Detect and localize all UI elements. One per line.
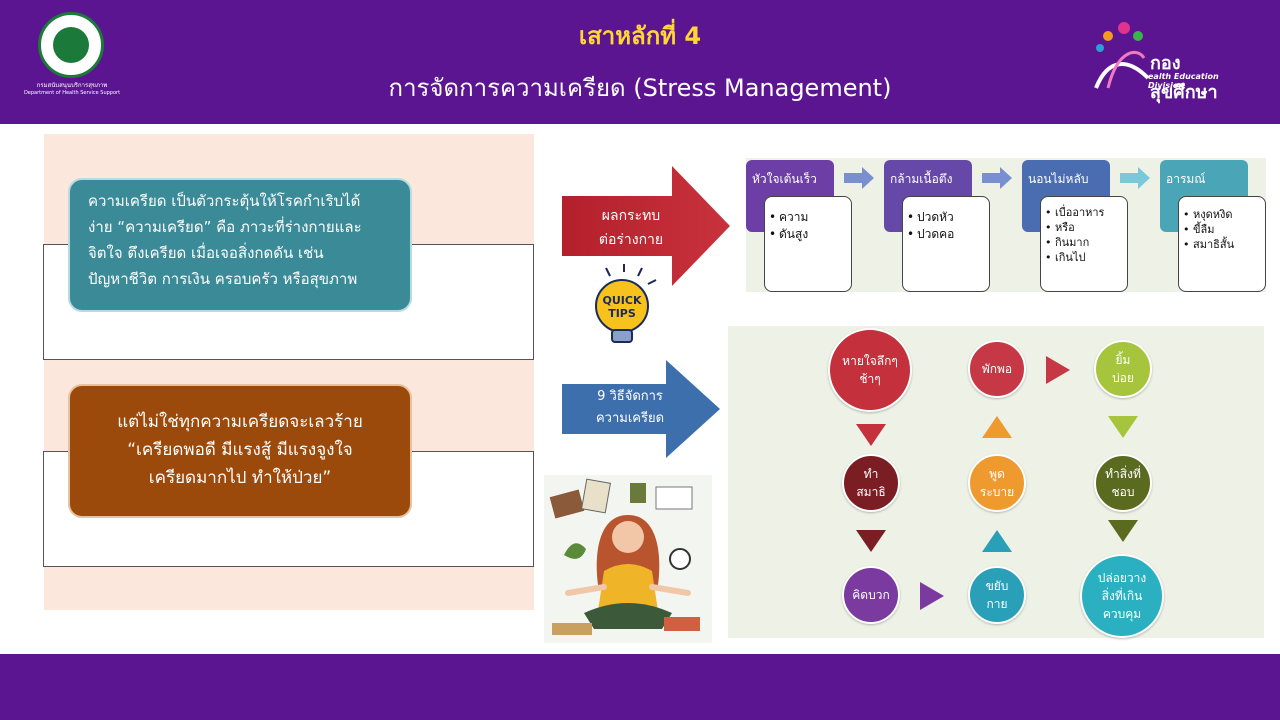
stress-note-box: แต่ไม่ใช่ทุกความเครียดจะเลวร้าย “เครียดพ… <box>68 384 412 518</box>
method-circle-5: พูด ระบาย <box>968 454 1026 512</box>
meditation-illustration <box>544 475 712 643</box>
up-triangle-icon <box>982 416 1012 438</box>
quick-tips-bulb-icon: QUICK TIPS <box>595 264 657 343</box>
impact-step-card-3: เบื่ออาหาร หรือ กินมาก เกินไป <box>1040 196 1128 292</box>
note-line: “เครียดพอดี มีแรงสู้ มีแรงจูงใจ <box>127 440 353 460</box>
header-bar <box>0 0 1280 124</box>
svg-text:QUICK: QUICK <box>603 294 642 307</box>
page-title: เสาหลักที่ 4 <box>578 22 702 50</box>
down-triangle-icon <box>1108 416 1138 438</box>
impact-step-card-1: ความ ดันสูง <box>764 196 852 292</box>
definition-line: ปัญหาชีวิต การเงิน ครอบครัว หรือสุขภาพ <box>88 270 358 288</box>
health-education-logo: กองสุขศึกษา ealth Education Division <box>1088 18 1248 103</box>
down-triangle-icon <box>1108 520 1138 542</box>
note-line: แต่ไม่ใช่ทุกความเครียดจะเลวร้าย <box>117 412 363 432</box>
definition-line: ความเครียด เป็นตัวกระตุ้นให้โรคกำเริบได้ <box>88 192 361 210</box>
impact-step-header: หัวใจเต้นเร็ว <box>752 172 817 186</box>
page-subtitle: การจัดการความเครียด (Stress Management) <box>388 74 892 102</box>
health-education-figures-icon <box>1094 22 1150 89</box>
svg-text:TIPS: TIPS <box>608 307 636 320</box>
stress-definition-box: ความเครียด เป็นตัวกระตุ้นให้โรคกำเริบได้… <box>68 178 412 312</box>
note-line: เครียดมากไป ทำให้ป่วย” <box>148 468 332 488</box>
impact-step-header: อารมณ์ <box>1166 172 1206 186</box>
definition-line: จิตใจ ตึงเครียด เมื่อเจอสิ่งกดดัน เช่น <box>88 244 324 262</box>
method-circle-2: พักพอ <box>968 340 1026 398</box>
ministry-logo: กรมสนับสนุนบริการสุขภาพ Department of He… <box>20 10 124 102</box>
method-circle-6: ทำสิ่งที่ ชอบ <box>1094 454 1152 512</box>
impact-arrow-icon <box>562 166 730 286</box>
logo-right-subtext: ealth Education Division <box>1148 72 1219 90</box>
impact-step-header: กล้ามเนื้อตึง <box>890 172 953 186</box>
methods-arrow-label: 9 วิธีจัดการ ความเครียด <box>595 389 665 426</box>
method-circle-4: ทำ สมาธิ <box>842 454 900 512</box>
flow-arrow-icon <box>982 167 1012 189</box>
logo-right-text: กองสุขศึกษา <box>1150 53 1218 103</box>
footer-bar <box>0 654 1280 720</box>
right-triangle-icon <box>920 582 944 610</box>
method-circle-7: คิดบวก <box>842 566 900 624</box>
impact-step-card-2: ปวดหัว ปวดคอ <box>902 196 990 292</box>
impact-arrow-label: ผลกระทบ ต่อร่างกาย <box>598 208 664 248</box>
ministry-seal-icon <box>38 12 104 78</box>
method-circle-3: ยิ้ม บ่อย <box>1094 340 1152 398</box>
impact-step-card-4: หงุดหงิด ขี้ลืม สมาธิสั้น <box>1178 196 1266 292</box>
down-triangle-icon <box>856 530 886 552</box>
flow-arrow-icon <box>844 167 874 189</box>
logo-left-text-2: Department of Health Service Support <box>23 90 121 96</box>
method-circle-8: ขยับ กาย <box>968 566 1026 624</box>
flow-arrow-icon <box>1120 167 1150 189</box>
method-circle-9: ปล่อยวาง สิ่งที่เกิน ควบคุม <box>1080 554 1164 638</box>
logo-left-text-1: กรมสนับสนุนบริการสุขภาพ <box>36 82 108 89</box>
methods-arrow-icon <box>562 360 720 458</box>
right-triangle-icon <box>1046 356 1070 384</box>
impact-step-header: นอนไม่หลับ <box>1028 172 1089 186</box>
definition-line: ง่าย “ความเครียด” คือ ภาวะที่ร่างกายและ <box>88 218 362 236</box>
up-triangle-icon <box>982 530 1012 552</box>
down-triangle-icon <box>856 424 886 446</box>
method-circle-1: หายใจลึกๆ ช้าๆ <box>828 328 912 412</box>
